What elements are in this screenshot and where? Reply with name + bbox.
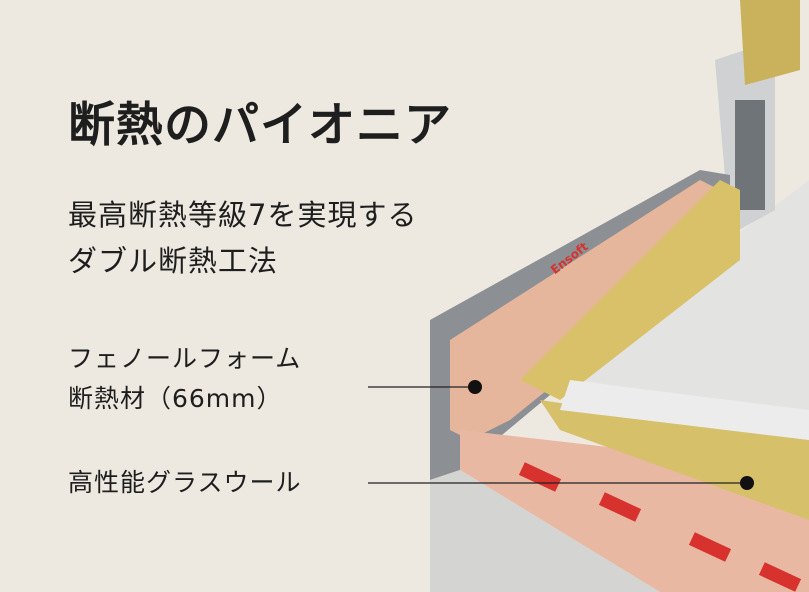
exterior-stucco xyxy=(430,470,660,592)
subtitle-line-1: 最高断熱等級7を実現する xyxy=(68,198,418,232)
callout-phenolic-line-1: フェノールフォーム xyxy=(68,344,302,373)
interior-wall xyxy=(580,180,809,420)
glass-wool xyxy=(520,180,740,400)
red-markings xyxy=(518,462,802,592)
callout-phenolic-line-2: 断熱材（66mm） xyxy=(68,384,283,413)
phenolic-foam-board xyxy=(450,180,720,440)
callout-dot-phenolic xyxy=(468,380,482,394)
ceiling-board xyxy=(560,380,809,440)
upper-insulation xyxy=(740,0,800,85)
callout-glasswool: 高性能グラスウール xyxy=(68,468,302,497)
headline: 断熱のパイオニア xyxy=(68,98,452,153)
callout-dot-glasswool xyxy=(740,476,754,490)
subtitle-line-2: ダブル断熱工法 xyxy=(68,244,279,278)
